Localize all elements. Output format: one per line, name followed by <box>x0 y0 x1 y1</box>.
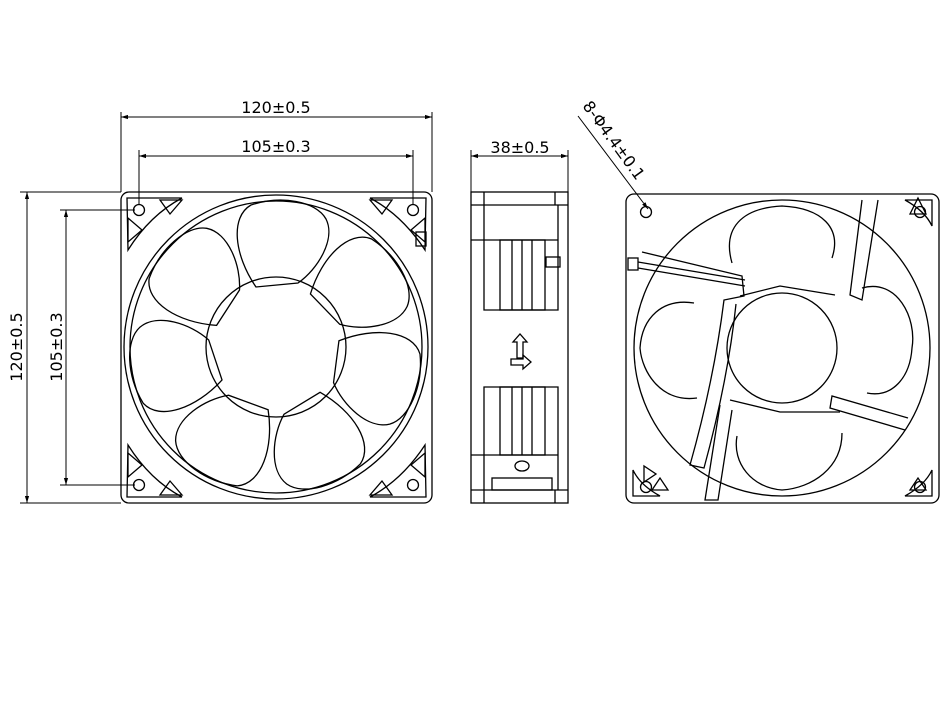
front-shroud-outer <box>123 194 429 500</box>
dim-hole-spacing-width: 105±0.3 <box>241 137 310 156</box>
front-view <box>120 191 433 504</box>
back-hole-tr <box>913 205 927 219</box>
front-hub <box>205 276 347 418</box>
back-hub <box>726 292 838 404</box>
front-dimensions <box>20 112 433 504</box>
side-view <box>470 191 569 504</box>
side-frame <box>470 191 569 504</box>
front-frame-outer <box>120 191 433 504</box>
back-dimensions <box>577 115 649 210</box>
airflow-arrow-icon <box>511 333 529 359</box>
dim-overall-width: 120±0.5 <box>241 98 310 117</box>
front-hole-bl <box>132 478 146 492</box>
back-hole-tl <box>639 205 653 219</box>
dim-hole-spacing-height: 105±0.3 <box>47 312 66 381</box>
side-dimensions <box>470 150 569 192</box>
front-hole-tr <box>406 203 420 217</box>
back-hole-br <box>913 480 927 494</box>
front-hole-br <box>406 478 420 492</box>
front-blades <box>120 199 429 503</box>
back-frame-outer <box>625 193 940 504</box>
rotation-arrow-icon <box>510 353 532 371</box>
back-view <box>625 193 940 504</box>
back-hole-bl <box>639 480 653 494</box>
front-shroud-inner <box>129 200 423 494</box>
dim-depth: 38±0.5 <box>490 138 549 157</box>
dim-mounting-holes: 8-Φ4.4±0.1 <box>579 97 649 183</box>
front-hole-tl <box>132 203 146 217</box>
dim-overall-height: 120±0.5 <box>7 312 26 381</box>
